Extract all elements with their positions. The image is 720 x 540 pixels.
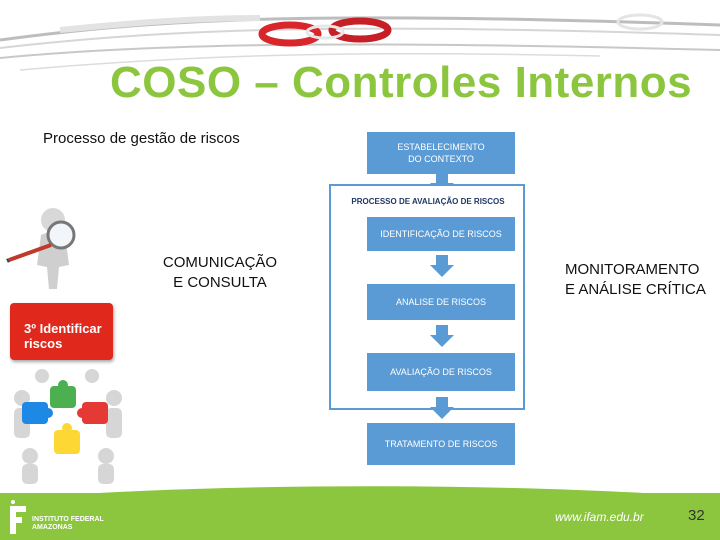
- footer-bar: [0, 493, 720, 540]
- communication-label: COMUNICAÇÃO E CONSULTA: [162, 254, 278, 291]
- arrow-down-icon: [430, 397, 454, 419]
- arrow-down-icon: [430, 325, 454, 347]
- monitoring-label: MONITORAMENTO E ANÁLISE CRÍTICA: [565, 261, 706, 298]
- magnifier-person-icon: [6, 208, 76, 289]
- slide-subtitle: Processo de gestão de riscos: [43, 130, 240, 147]
- ifam-logo-icon: [10, 500, 26, 534]
- slide-title: COSO – Controles Internos: [110, 58, 693, 107]
- footer-url[interactable]: www.ifam.edu.br: [555, 510, 644, 524]
- identify-risks-box: IDENTIFICAÇÃO DE RISCOS: [367, 217, 515, 251]
- ifam-logo-text: INSTITUTO FEDERAL AMAZONAS: [32, 516, 104, 531]
- treat-risks-box: TRATAMENTO DE RISCOS: [367, 423, 515, 465]
- analyze-risks-box: ANALISE DE RISCOS: [367, 284, 515, 320]
- footer-curve-graphic: [0, 486, 720, 500]
- page-number: 32: [688, 507, 705, 524]
- arrow-down-icon: [430, 255, 454, 277]
- puzzle-team-icon: [14, 369, 122, 484]
- evaluate-risks-box: AVALIAÇÃO DE RISCOS: [367, 353, 515, 391]
- identify-risks-badge: 3º Identificar riscos: [10, 303, 113, 360]
- risk-assessment-label: PROCESSO DE AVALIAÇÃO DE RISCOS: [351, 197, 505, 206]
- header-swoosh-graphic: [0, 13, 720, 71]
